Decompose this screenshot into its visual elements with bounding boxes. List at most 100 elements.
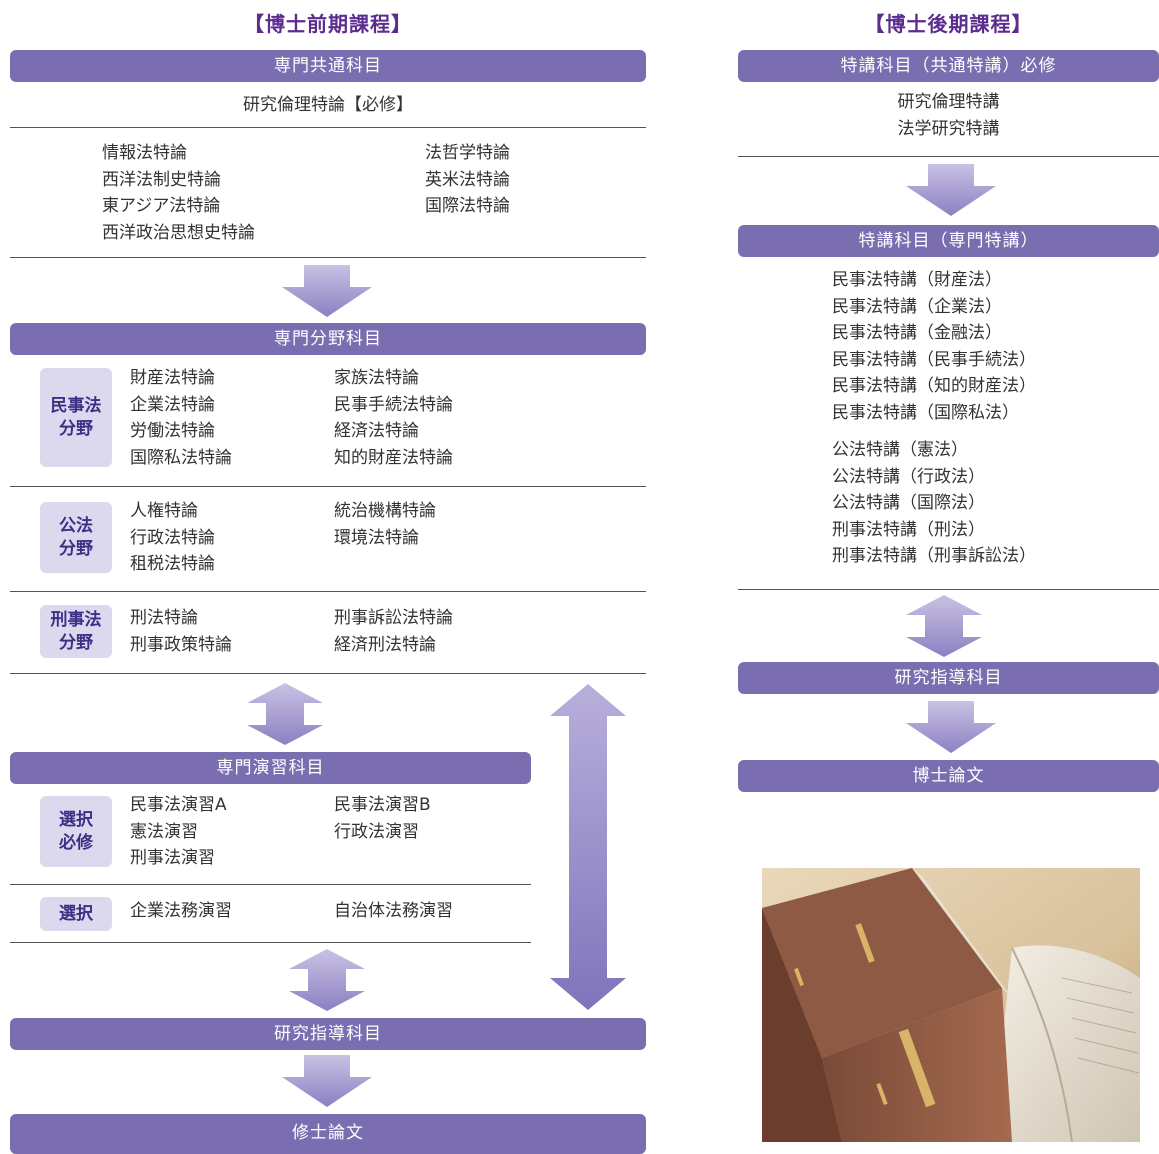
list-item: 人権特論 <box>130 501 198 521</box>
down-arrow-icon <box>282 265 372 317</box>
list-item: 公法特講（行政法） <box>832 466 985 487</box>
list-item: 英米法特論 <box>425 169 510 190</box>
list-item: 経済刑法特論 <box>334 634 436 655</box>
list-item: 情報法特論 <box>102 143 187 163</box>
list-item: 国際法特論 <box>425 196 510 216</box>
public-col1: 人権特論 行政法特論 租税法特論 <box>130 498 215 578</box>
seminar-col1: 民事法演習A 憲法演習 刑事法演習 <box>130 792 227 872</box>
law-book-photo <box>762 868 1140 1142</box>
civil-col2: 家族法特論 民事手続法特論 経済法特論 知的財産法特論 <box>334 365 453 471</box>
list-item: 環境法特論 <box>334 527 419 548</box>
badge-line: 選択 <box>59 903 93 924</box>
badge-line: 必修 <box>59 832 93 853</box>
list-item: 法哲学特論 <box>425 143 510 163</box>
list-item: 東アジア法特論 <box>102 196 221 216</box>
common-subjects-header: 専門共通科目 <box>10 50 646 82</box>
list-item: 知的財産法特論 <box>334 447 453 468</box>
badge-line: 公法 <box>59 515 93 536</box>
civil-col1: 財産法特論 企業法特論 労働法特論 国際私法特論 <box>130 365 232 471</box>
specialized-lecture-header: 特講科目（専門特講） <box>738 225 1159 257</box>
field-badge-criminal: 刑事法 分野 <box>40 605 112 658</box>
list-item: 民事法特講（企業法） <box>832 296 1002 317</box>
list-item: 法学研究特講 <box>897 118 1000 139</box>
list-item: 民事手続法特論 <box>334 394 453 415</box>
research-ethics-required: 研究倫理特論【必修】 <box>243 95 413 115</box>
down-arrow-icon <box>906 701 996 753</box>
list-item: 租税法特論 <box>130 554 215 574</box>
seminar-col2: 民事法演習B 行政法演習 <box>334 792 431 845</box>
list-item: 民事法特講（金融法） <box>832 323 1002 343</box>
double-arrow-icon <box>247 683 323 745</box>
divider <box>10 673 646 674</box>
public-col2: 統治機構特論 環境法特論 <box>334 498 436 551</box>
list-item: 企業法特論 <box>130 394 215 415</box>
down-arrow-icon <box>906 164 996 216</box>
list-item: 民事法特講（知的財産法） <box>832 376 1036 396</box>
common-lecture-header: 特講科目（共通特講）必修 <box>738 50 1159 82</box>
list-item: 行政法演習 <box>334 821 419 842</box>
elective-col1: 企業法務演習 <box>130 898 232 925</box>
list-item: 民事法演習B <box>334 795 431 815</box>
divider <box>10 486 646 487</box>
list-item: 刑事法特講（刑事訴訟法） <box>832 546 1036 566</box>
criminal-col2: 刑事訴訟法特論 経済刑法特論 <box>334 605 453 658</box>
field-badge-civil: 民事法 分野 <box>40 368 112 467</box>
list-item: 憲法演習 <box>130 821 198 842</box>
list-item: 財産法特論 <box>130 368 215 388</box>
divider <box>10 884 531 885</box>
specialized-subjects-header: 専門分野科目 <box>10 323 646 355</box>
common-col1: 情報法特論 西洋法制史特論 東アジア法特論 西洋政治思想史特論 <box>102 140 255 246</box>
down-arrow-icon <box>282 1055 372 1107</box>
double-arrow-icon <box>289 949 365 1011</box>
list-item: 刑法特論 <box>130 608 198 628</box>
research-guidance-header: 研究指導科目 <box>10 1018 646 1050</box>
badge-line: 分野 <box>59 632 93 653</box>
seminar-subjects-header: 専門演習科目 <box>10 752 531 784</box>
badge-line: 選択 <box>59 809 93 830</box>
list-item: 経済法特論 <box>334 421 419 441</box>
list-item: 刑事法特講（刑法） <box>832 519 985 540</box>
list-item: 行政法特論 <box>130 527 215 548</box>
list-item: 企業法務演習 <box>130 901 232 921</box>
list-item: 民事法特講（財産法） <box>832 270 1002 290</box>
badge-line: 分野 <box>59 418 93 439</box>
elective-badge: 選択 <box>40 897 112 931</box>
badge-line: 刑事法 <box>50 609 102 630</box>
double-arrow-icon <box>906 595 982 657</box>
list-item: 刑事法演習 <box>130 848 215 868</box>
master-course-title: 【博士前期課程】 <box>244 12 412 36</box>
list-item: 民事法演習A <box>130 795 227 815</box>
divider <box>10 127 646 128</box>
list-item: 統治機構特論 <box>334 501 436 521</box>
doctoral-research-guidance-header: 研究指導科目 <box>738 662 1159 694</box>
elective-required-badge: 選択 必修 <box>40 796 112 867</box>
list-item: 家族法特論 <box>334 368 419 388</box>
badge-line: 分野 <box>59 538 93 559</box>
list-item: 研究倫理特講 <box>897 92 1000 112</box>
list-item: 自治体法務演習 <box>334 901 453 921</box>
common-col2: 法哲学特論 英米法特論 国際法特論 <box>425 140 510 220</box>
list-item: 刑事訴訟法特論 <box>334 608 453 628</box>
list-item: 国際私法特論 <box>130 447 232 468</box>
long-double-arrow-icon <box>550 684 626 1010</box>
public-lecture-list: 公法特講（憲法） 公法特講（行政法） 公法特講（国際法） 刑事法特講（刑法） 刑… <box>832 437 1036 570</box>
list-item: 刑事政策特論 <box>130 634 232 655</box>
divider <box>738 156 1159 157</box>
master-thesis-header: 修士論文 <box>10 1114 646 1154</box>
badge-line: 民事法 <box>50 395 102 416</box>
common-lecture-list: 研究倫理特講 法学研究特講 <box>738 89 1159 142</box>
list-item: 西洋政治思想史特論 <box>102 222 255 243</box>
divider <box>10 942 531 943</box>
field-badge-public: 公法 分野 <box>40 502 112 573</box>
divider <box>10 257 646 258</box>
civil-lecture-list: 民事法特講（財産法） 民事法特講（企業法） 民事法特講（金融法） 民事法特講（民… <box>832 267 1036 426</box>
doctoral-thesis-header: 博士論文 <box>738 760 1159 792</box>
list-item: 民事法特講（民事手続法） <box>832 349 1036 370</box>
list-item: 労働法特論 <box>130 421 215 441</box>
list-item: 西洋法制史特論 <box>102 169 221 190</box>
doctoral-course-title: 【博士後期課程】 <box>864 12 1033 36</box>
list-item: 民事法特講（国際私法） <box>832 402 1019 423</box>
elective-col2: 自治体法務演習 <box>334 898 453 925</box>
divider <box>738 589 1159 590</box>
list-item: 公法特講（憲法） <box>832 440 968 460</box>
